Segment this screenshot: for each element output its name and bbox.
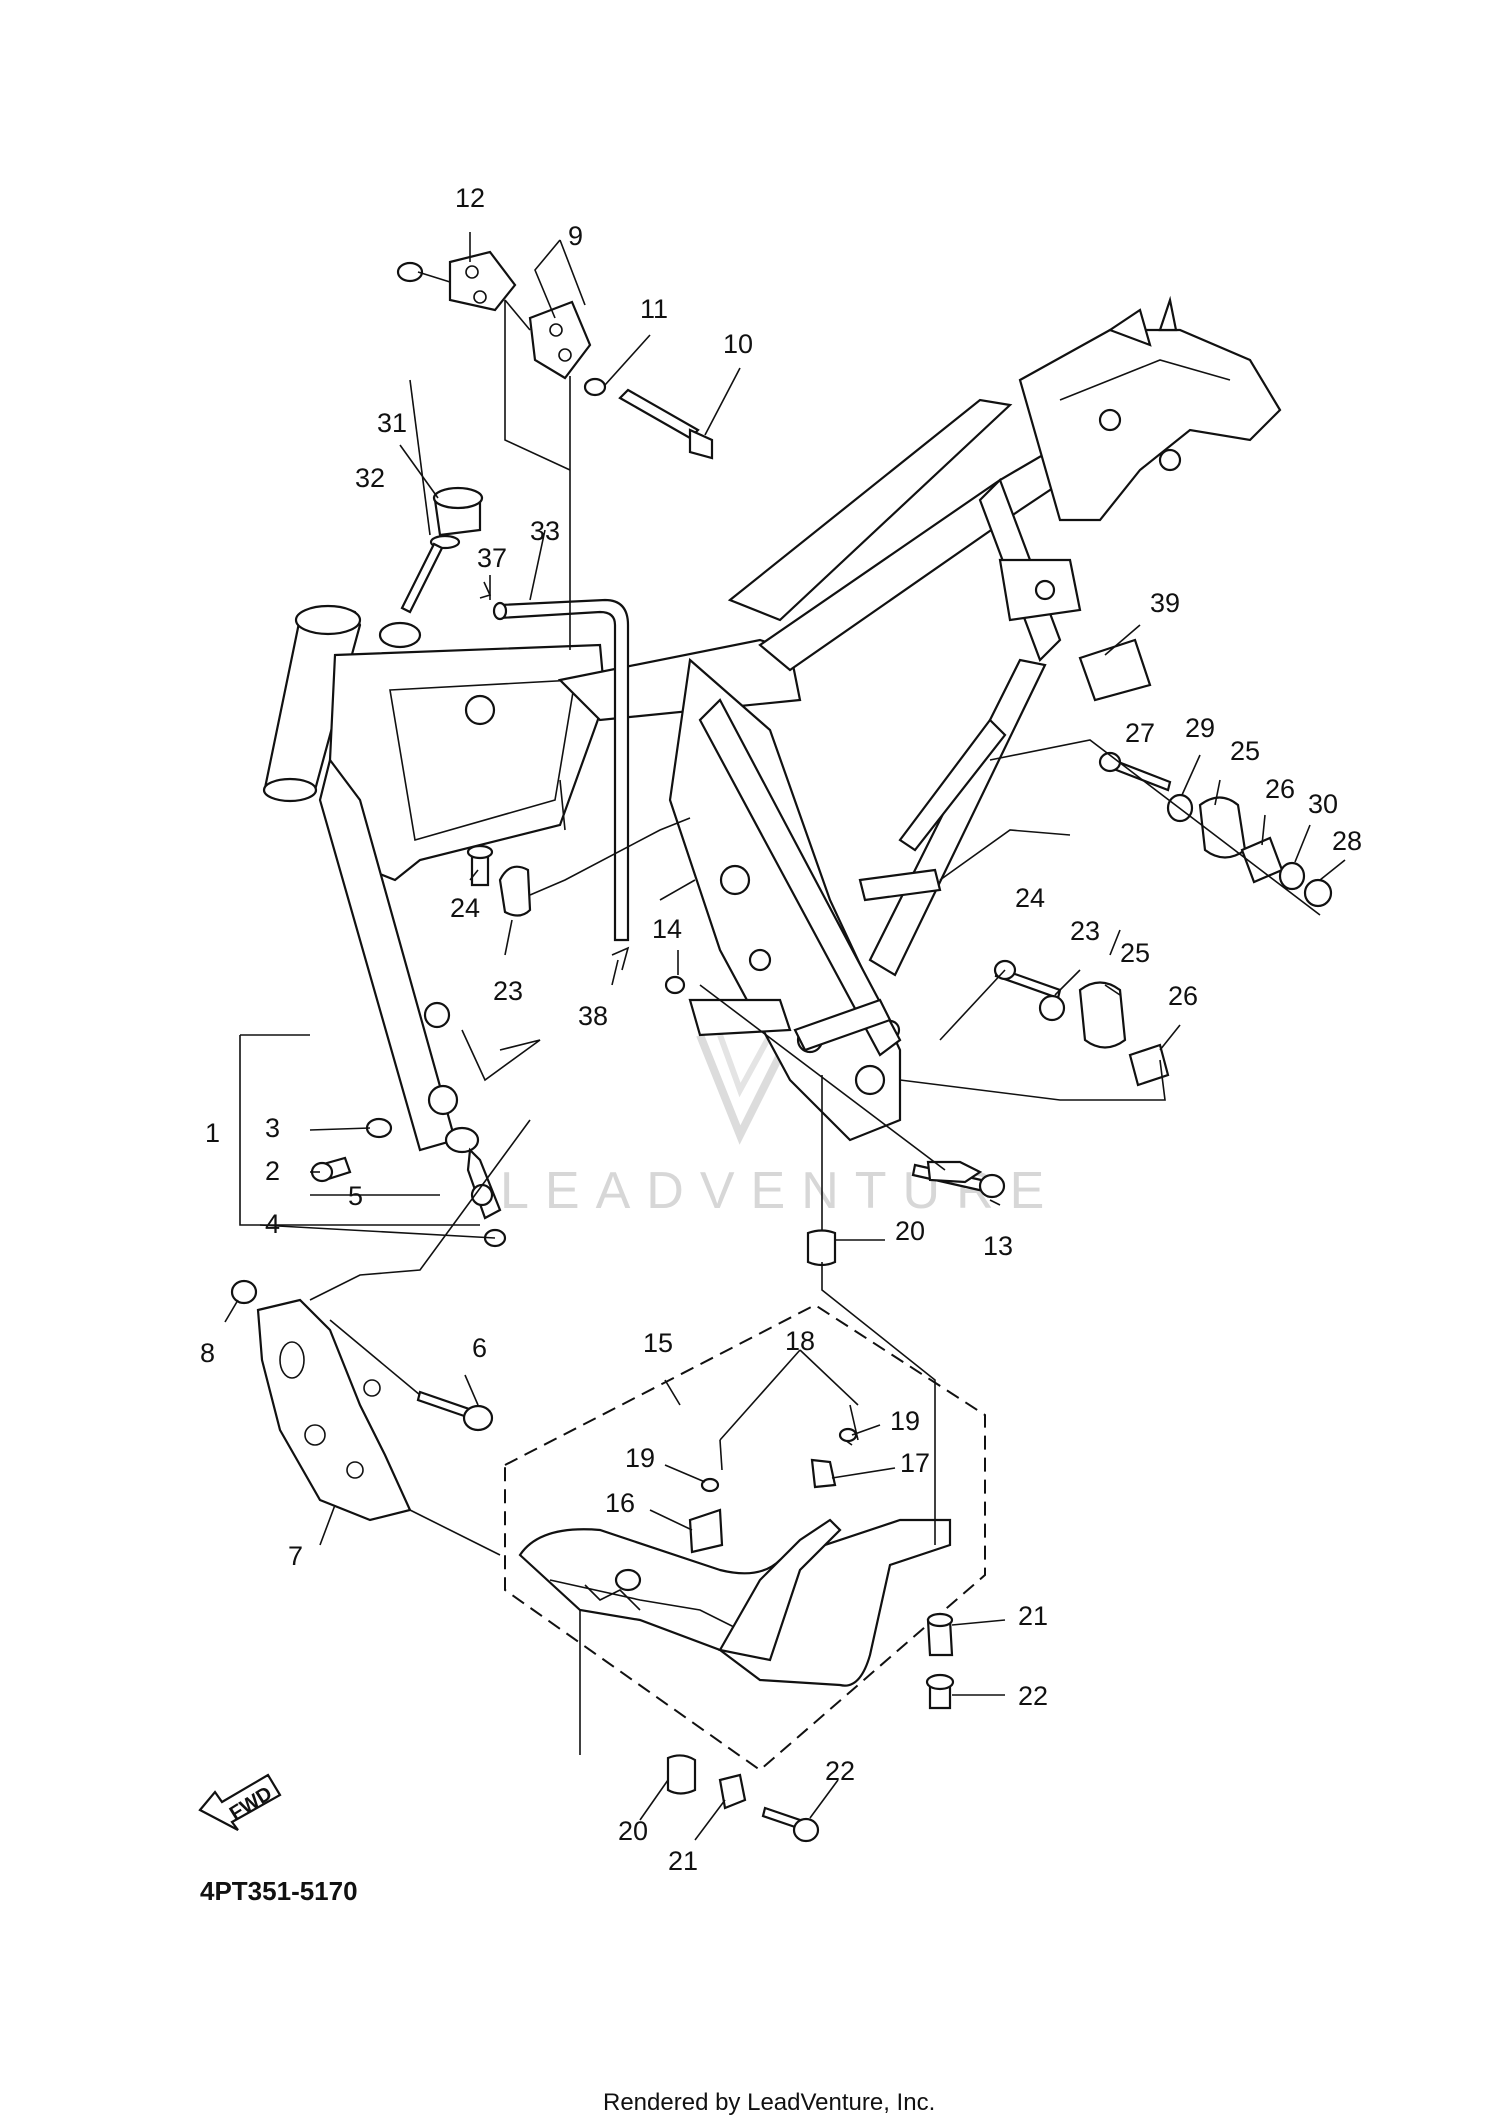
callout-13: 13 xyxy=(983,1231,1013,1261)
diagram-code: 4PT351-5170 xyxy=(200,1876,358,1906)
callout-5: 5 xyxy=(348,1181,363,1211)
callout-9: 9 xyxy=(568,221,583,251)
callout-36: 32 xyxy=(355,463,385,493)
callout-34: 30 xyxy=(1308,789,1338,819)
callout-23: 23 xyxy=(493,976,523,1006)
leader-lines xyxy=(224,232,1346,1841)
callout-38-top: 37 xyxy=(477,543,507,573)
callout-38-bottom: 38 xyxy=(578,1001,608,1031)
callout-6: 6 xyxy=(472,1333,487,1363)
callout-22-right: 22 xyxy=(1018,1681,1048,1711)
callout-21-right: 21 xyxy=(1018,1601,1048,1631)
engine-brackets xyxy=(396,250,714,460)
callout-27: 23 xyxy=(1070,916,1100,946)
callout-39: 39 xyxy=(1150,588,1180,618)
callout-17: 17 xyxy=(900,1448,930,1478)
callout-26: 26 xyxy=(1168,981,1198,1011)
callout-8: 8 xyxy=(200,1338,215,1368)
engine-plate xyxy=(230,1279,494,1522)
callout-32: 28 xyxy=(1332,826,1362,856)
callout-35: 31 xyxy=(377,408,407,438)
callout-14: 14 xyxy=(652,914,682,944)
callout-25: 25 xyxy=(1120,938,1150,968)
clamp-parts xyxy=(466,844,532,917)
callout-12: 12 xyxy=(455,183,485,213)
callout-2: 2 xyxy=(265,1156,280,1186)
fwd-arrow-icon: FWD xyxy=(198,1773,282,1831)
breather-hose xyxy=(479,581,630,971)
main-frame xyxy=(262,295,1282,1152)
callout-19-left: 19 xyxy=(625,1443,655,1473)
callout-20-lower: 20 xyxy=(618,1816,648,1846)
callout-19-right: 19 xyxy=(890,1406,920,1436)
callout-16: 16 xyxy=(605,1488,635,1518)
callout-30: 26 xyxy=(1265,774,1295,804)
callout-22-bottom: 22 xyxy=(825,1756,855,1786)
callout-21-bottom: 21 xyxy=(668,1846,698,1876)
callout-33: 29 xyxy=(1185,713,1215,743)
callout-20-upper: 20 xyxy=(895,1216,925,1246)
callout-15: 15 xyxy=(643,1328,673,1358)
callout-3: 3 xyxy=(265,1113,280,1143)
callout-18: 18 xyxy=(785,1326,815,1356)
callout-31: 27 xyxy=(1125,718,1155,748)
render-credit: Rendered by LeadVenture, Inc. xyxy=(603,2089,935,2116)
callout-1: 1 xyxy=(205,1118,220,1148)
callout-11: 11 xyxy=(640,294,668,324)
callout-37: 33 xyxy=(530,516,560,546)
under-guard-assembly xyxy=(504,1160,986,1843)
oil-filler xyxy=(400,486,484,614)
callout-29: 25 xyxy=(1230,736,1260,766)
callout-4: 4 xyxy=(265,1209,280,1239)
callout-10: 10 xyxy=(723,329,753,359)
connector-lines xyxy=(239,271,1321,1755)
callout-28: 24 xyxy=(1015,883,1045,913)
callout-24: 24 xyxy=(450,893,480,923)
callouts: 12 9 11 10 31 32 33 37 39 27 29 25 26 30… xyxy=(200,183,1362,1876)
callout-7: 7 xyxy=(288,1541,303,1571)
engine-mount-left xyxy=(310,1117,507,1248)
